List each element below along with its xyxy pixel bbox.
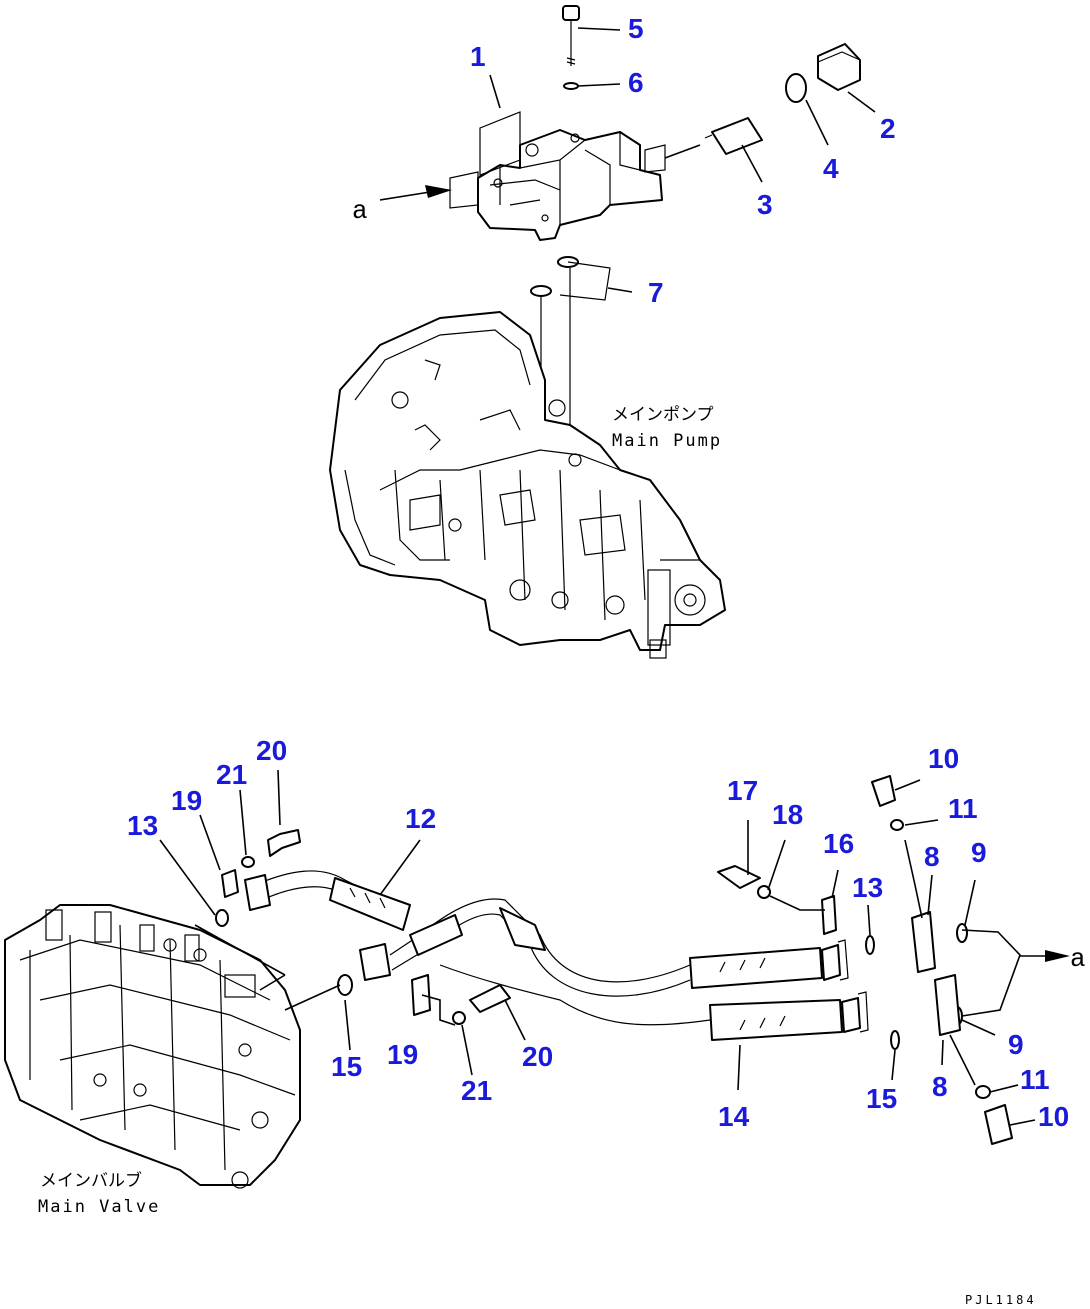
- main-valve-label-jp: メインバルブ: [40, 1170, 142, 1191]
- callout-21-upper: 21: [216, 759, 247, 790]
- callouts: 1 2 3 4 5 6 7 8 8 9 9 10 10 11 11 12 13 …: [127, 13, 1069, 1132]
- hose-12: [244, 870, 411, 931]
- callout-19-upper: 19: [171, 785, 202, 816]
- callout-4: 4: [823, 153, 839, 184]
- washer-6: [563, 82, 579, 90]
- callout-19-lower: 19: [387, 1039, 418, 1070]
- callout-5: 5: [628, 13, 644, 44]
- plug-2: [817, 43, 861, 91]
- callout-3: 3: [757, 189, 773, 220]
- callout-1: 1: [470, 41, 486, 72]
- view-marker-a-right: a: [1070, 944, 1086, 974]
- hose-branch-upper: [359, 898, 849, 997]
- callout-9-upper: 9: [971, 837, 987, 868]
- o-ring-4: [785, 73, 807, 103]
- callout-14: 14: [718, 1101, 750, 1132]
- callout-8-lower: 8: [932, 1071, 948, 1102]
- callout-11-lower: 11: [1020, 1064, 1050, 1095]
- drawing-code: PJL1184: [965, 1293, 1037, 1307]
- main-pump-label-jp: メインポンプ: [612, 405, 714, 425]
- callout-11-upper: 11: [948, 793, 978, 824]
- callout-13-left: 13: [127, 810, 158, 841]
- small-parts-right: [717, 775, 1013, 1145]
- bolt-5: [562, 5, 580, 66]
- callout-8-upper: 8: [924, 841, 940, 872]
- leader-lines-bottom: [159, 769, 1070, 1126]
- callout-15-right: 15: [866, 1083, 897, 1114]
- callout-2: 2: [880, 113, 896, 144]
- spool-3: [704, 117, 763, 155]
- callout-17: 17: [727, 775, 758, 806]
- callout-20-upper: 20: [256, 735, 287, 766]
- main-valve: [4, 904, 301, 1189]
- main-pump: [329, 311, 726, 659]
- callout-21-lower: 21: [461, 1075, 492, 1106]
- callout-18: 18: [772, 799, 803, 830]
- main-valve-label-en: Main Valve: [38, 1197, 160, 1217]
- callout-9-lower: 9: [1008, 1029, 1024, 1060]
- callout-6: 6: [628, 67, 644, 98]
- leader-lines-top: [379, 27, 876, 201]
- callout-10-lower: 10: [1038, 1101, 1069, 1132]
- callout-16: 16: [823, 828, 854, 859]
- hose-14: [439, 964, 869, 1041]
- small-parts-left: [215, 829, 511, 1025]
- view-marker-a-left: a: [352, 196, 368, 226]
- main-pump-label-en: Main Pump: [612, 431, 722, 451]
- callout-13-right: 13: [852, 872, 883, 903]
- callout-15-left: 15: [331, 1051, 362, 1082]
- callout-12: 12: [405, 803, 436, 834]
- callout-10-upper: 10: [928, 743, 959, 774]
- valve-block-assembly: [449, 111, 666, 241]
- callout-7: 7: [648, 277, 664, 308]
- callout-20-lower: 20: [522, 1041, 553, 1072]
